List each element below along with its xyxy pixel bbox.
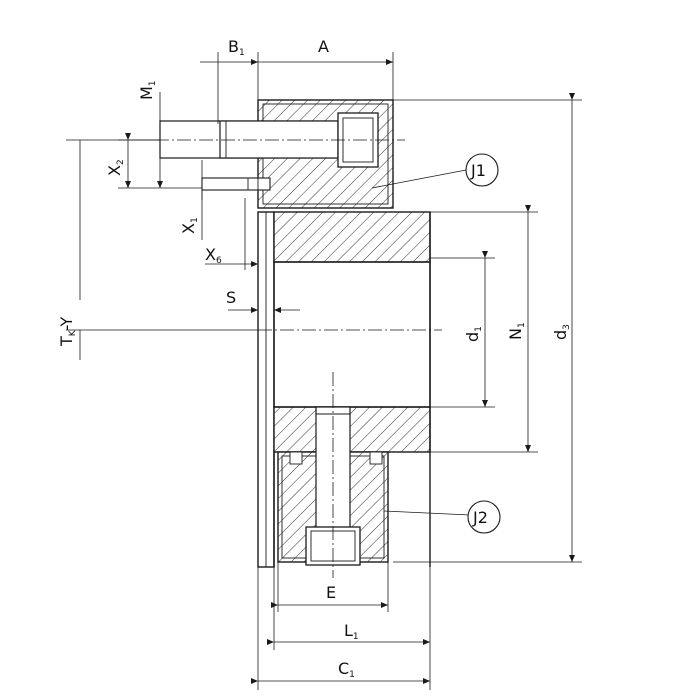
label-b1: B1 — [228, 37, 245, 58]
label-x1: X1 — [179, 217, 200, 234]
label-d1: d1 — [463, 326, 484, 342]
label-m1: M1 — [137, 80, 158, 100]
label-j2: J2 — [472, 508, 488, 527]
center-lines — [155, 139, 442, 578]
label-c1: C1 — [338, 659, 355, 680]
label-l1: L1 — [344, 621, 359, 642]
thin-disc — [257, 211, 275, 568]
dimension-lines — [66, 52, 582, 690]
label-d3: d3 — [551, 324, 572, 340]
label-n1: N1 — [506, 322, 527, 340]
label-x6: X6 — [205, 245, 222, 266]
set-pin — [201, 177, 271, 191]
j2-callout-circle — [467, 500, 501, 534]
label-a: A — [318, 37, 329, 56]
label-tk-y: TK-Y — [57, 316, 78, 347]
hub-body — [273, 211, 431, 567]
label-x2: X2 — [105, 159, 126, 176]
label-j1: J1 — [470, 161, 486, 180]
j1-callout-circle — [465, 153, 499, 187]
label-s: S — [226, 288, 236, 307]
label-e: E — [326, 583, 336, 602]
upper-bolt — [159, 112, 379, 168]
